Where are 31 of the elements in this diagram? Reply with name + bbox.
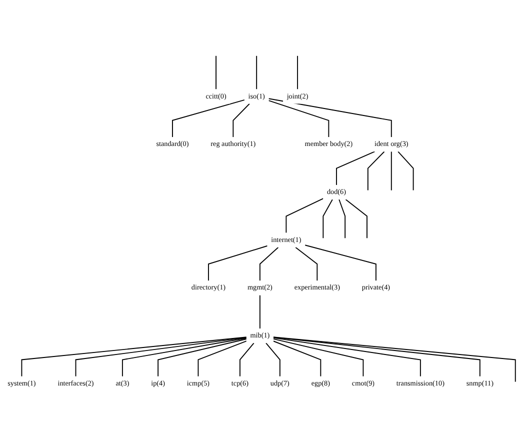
connector <box>158 338 247 377</box>
connector <box>398 151 414 191</box>
connector <box>273 336 480 377</box>
connector <box>286 198 324 234</box>
connector <box>259 246 279 282</box>
connector <box>198 340 247 377</box>
connector <box>75 337 247 377</box>
connector <box>266 342 280 377</box>
connector <box>232 103 250 138</box>
connector <box>268 98 392 138</box>
connector <box>273 337 421 377</box>
connector <box>259 294 260 330</box>
connector <box>273 338 364 377</box>
connector <box>256 55 258 90</box>
connector <box>367 151 385 191</box>
connector <box>295 246 318 282</box>
connector <box>21 336 247 377</box>
connector <box>239 342 254 377</box>
connector <box>338 199 346 239</box>
connector <box>345 199 368 239</box>
connector <box>273 336 516 382</box>
connector <box>122 338 247 377</box>
connector <box>336 151 376 186</box>
connector <box>304 244 376 282</box>
connector <box>268 100 330 138</box>
connector <box>322 199 333 239</box>
connector <box>273 340 322 377</box>
connector <box>208 245 268 282</box>
connector <box>297 55 298 90</box>
connector <box>172 99 245 138</box>
connector <box>390 151 392 191</box>
